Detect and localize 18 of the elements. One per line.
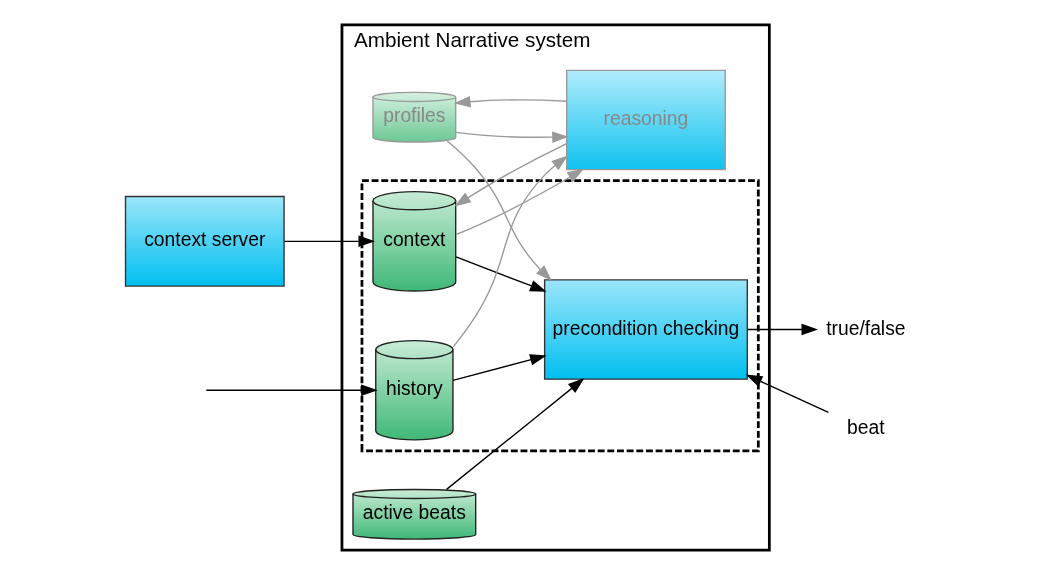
arrow: [453, 95, 567, 108]
arrow: [205, 384, 378, 396]
arrow: [283, 235, 375, 248]
arrow: [452, 155, 568, 348]
arrow: [451, 354, 547, 381]
arrow: [453, 142, 567, 207]
arrow: [454, 131, 569, 143]
node-text: beat: [846, 416, 885, 438]
arrow: [445, 378, 584, 491]
arrow: [446, 140, 552, 282]
arrow: [745, 374, 829, 414]
arrow: [454, 256, 547, 292]
arrow: [746, 323, 818, 336]
arrow: [454, 168, 584, 236]
node-box: context server: [124, 195, 285, 287]
node-box: reasoning: [565, 69, 726, 171]
node-text: true/false: [825, 317, 906, 339]
node-box: precondition checking: [543, 279, 748, 380]
